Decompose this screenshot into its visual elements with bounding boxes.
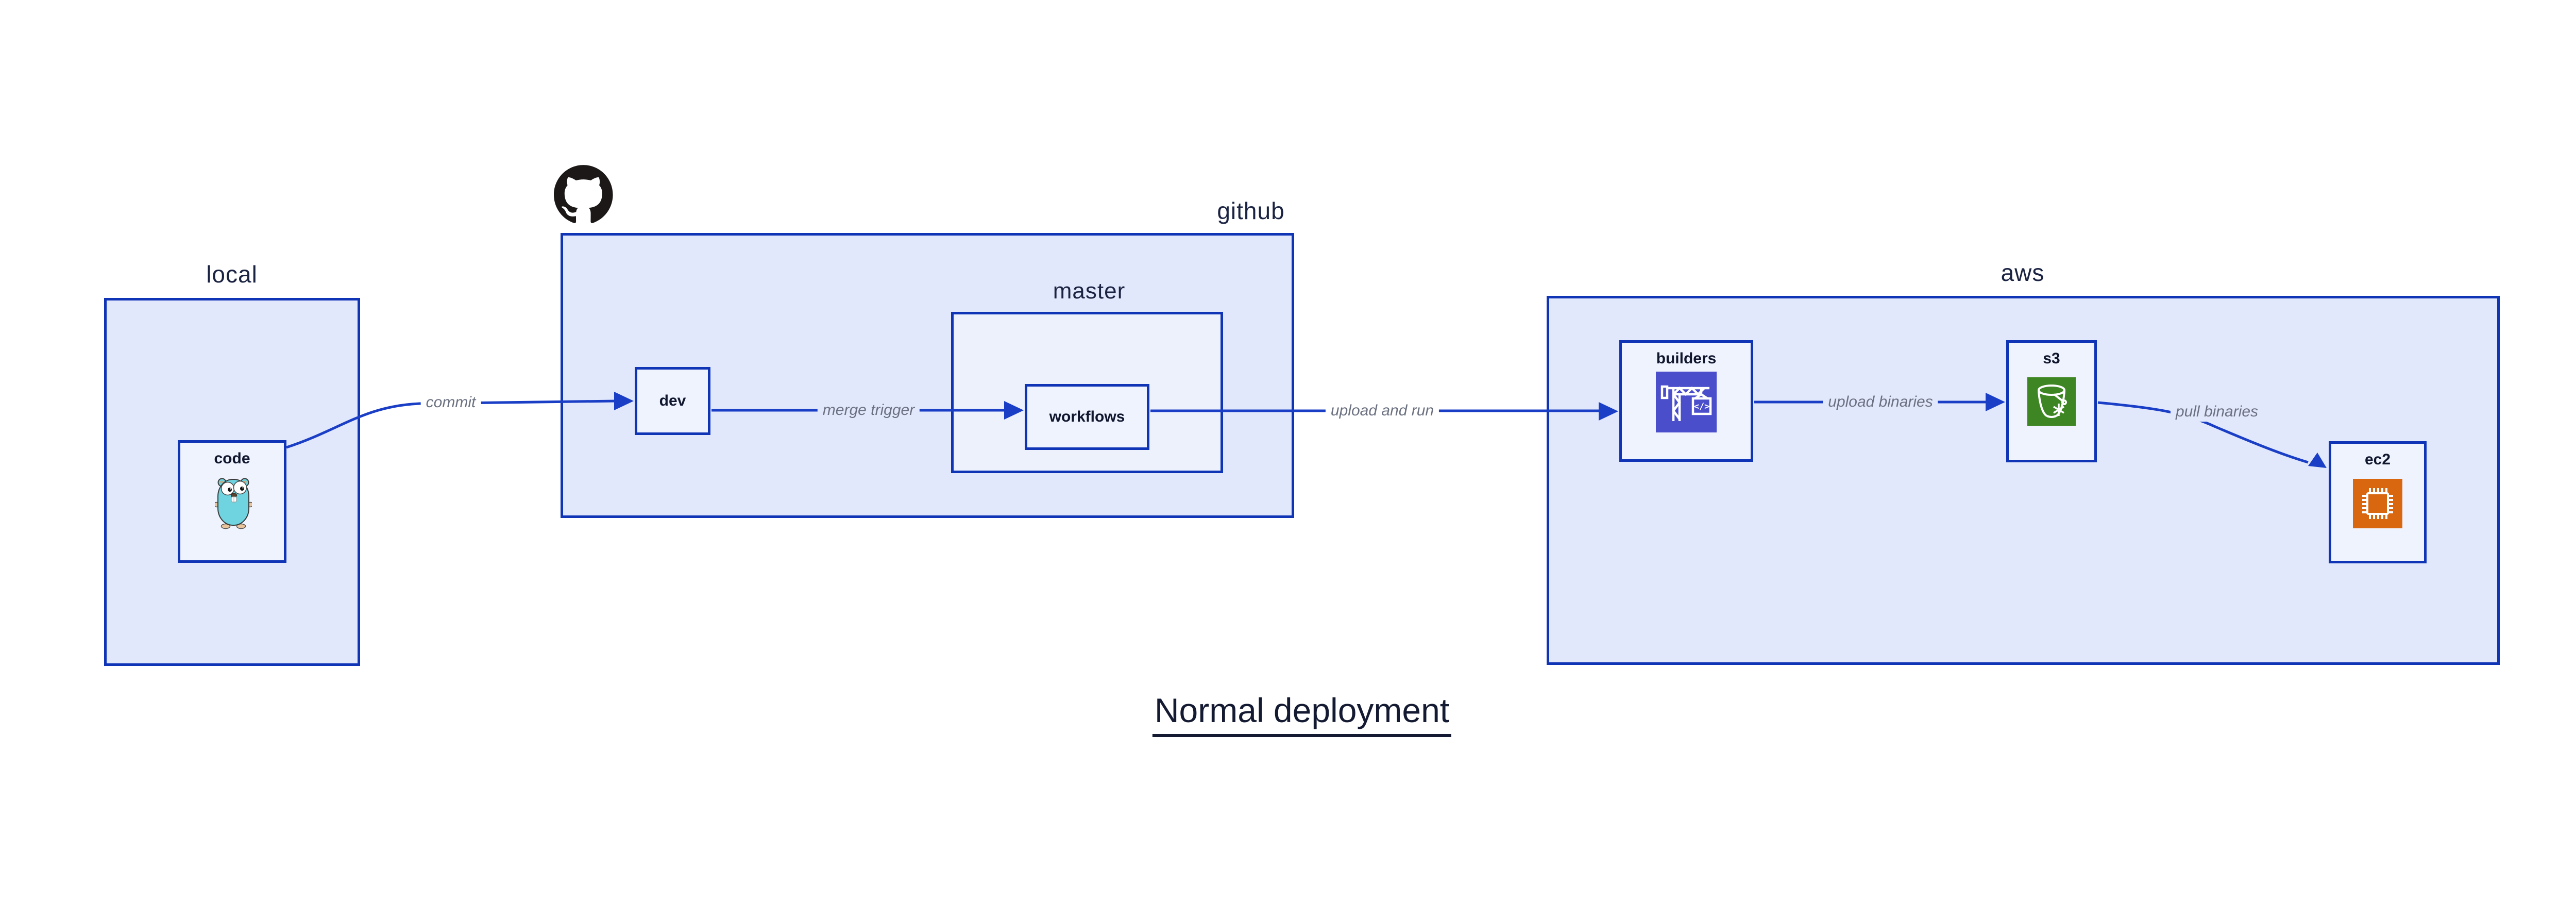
edge-pull-binaries-arrowhead bbox=[2308, 453, 2327, 468]
container-local-label: local bbox=[206, 261, 258, 288]
aws-s3-glacier-bucket-icon bbox=[2027, 377, 2076, 426]
edge-label-merge-trigger: merge trigger bbox=[817, 400, 920, 420]
diagram-title: Normal deployment bbox=[1152, 691, 1452, 737]
node-code-label: code bbox=[214, 450, 250, 467]
edge-label-pull-binaries: pull binaries bbox=[2170, 402, 2264, 422]
container-master-label: master bbox=[1053, 278, 1126, 304]
svg-text:</>: </> bbox=[1694, 402, 1710, 412]
aws-codebuild-crane-icon: </> bbox=[1656, 372, 1717, 432]
node-ec2: ec2 bbox=[2329, 441, 2427, 563]
node-workflows-label: workflows bbox=[1049, 408, 1125, 425]
edge-commit-arrowhead bbox=[614, 392, 634, 410]
edge-merge-trigger-arrowhead bbox=[1004, 401, 1024, 420]
node-builders: builders </> bbox=[1619, 340, 1753, 462]
go-gopher-icon bbox=[215, 478, 252, 529]
node-s3-label: s3 bbox=[2043, 350, 2060, 367]
edge-upload-binaries-arrowhead bbox=[1986, 393, 2005, 411]
edge-label-upload-binaries: upload binaries bbox=[1823, 392, 1938, 412]
edge-pull-binaries-line bbox=[2097, 401, 2309, 464]
github-octocat-icon bbox=[554, 165, 613, 223]
node-s3: s3 bbox=[2006, 340, 2097, 462]
node-dev: dev bbox=[635, 367, 710, 435]
edge-label-commit: commit bbox=[420, 393, 481, 412]
edge-upload-and-run-arrowhead bbox=[1599, 402, 1618, 421]
node-dev-label: dev bbox=[659, 392, 686, 409]
node-builders-label: builders bbox=[1656, 350, 1717, 367]
edge-label-upload-and-run: upload and run bbox=[1325, 401, 1439, 421]
aws-ec2-chip-icon bbox=[2353, 479, 2402, 528]
node-workflows: workflows bbox=[1025, 384, 1149, 450]
node-ec2-label: ec2 bbox=[2364, 451, 2391, 468]
node-code: code bbox=[178, 440, 286, 563]
container-github-label: github bbox=[1217, 197, 1285, 224]
edge-commit-line bbox=[286, 399, 617, 449]
container-aws-label: aws bbox=[2001, 259, 2045, 286]
